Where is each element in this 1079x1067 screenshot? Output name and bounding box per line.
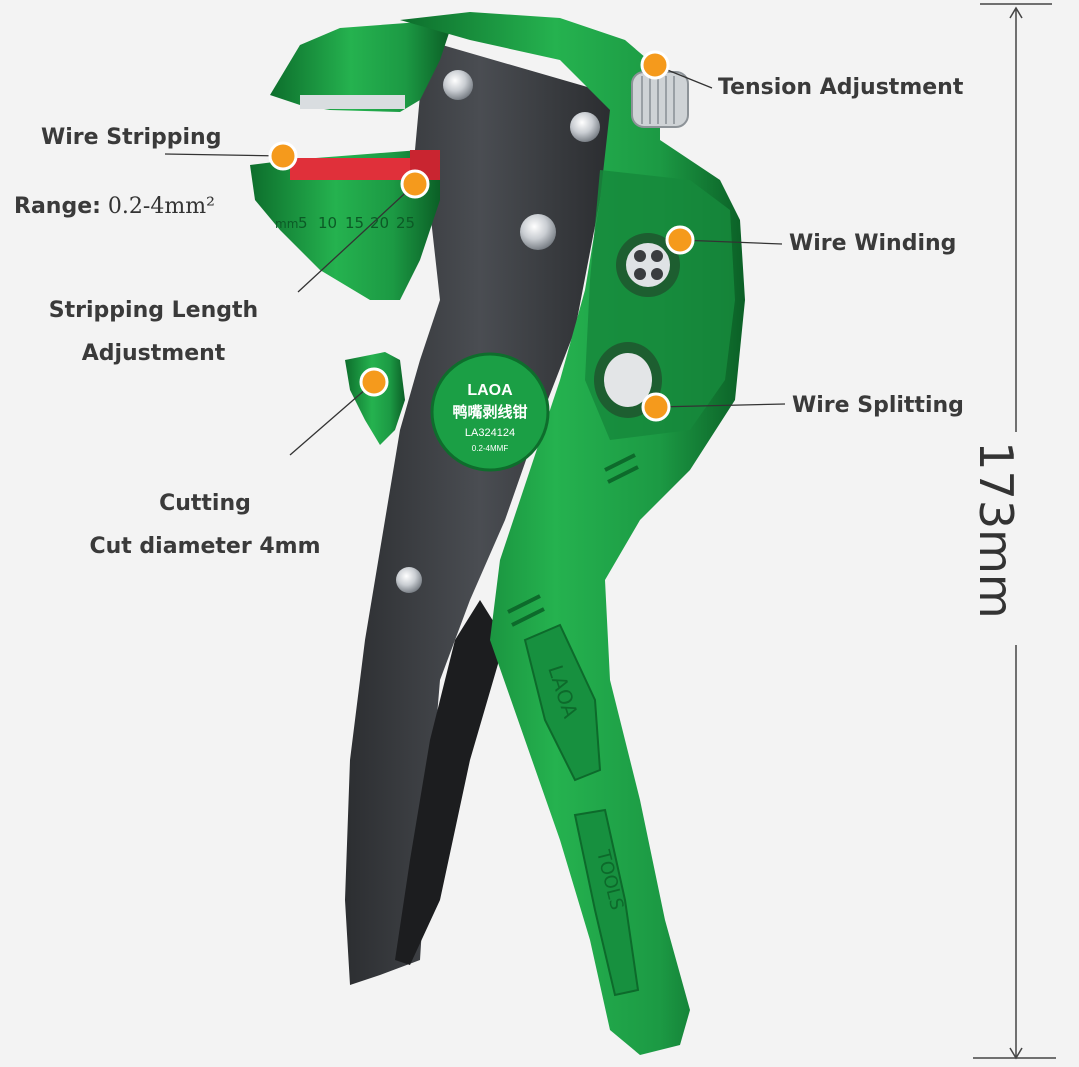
grip-ridges <box>507 453 639 627</box>
scale-tick: 10 <box>318 214 337 232</box>
marker-wire-splitting <box>641 392 671 422</box>
dimension-line <box>973 3 1056 1060</box>
lower-jaw <box>250 150 440 300</box>
label-stripping-length: Stripping Length <box>48 298 259 323</box>
marker-stripping-length <box>400 169 430 199</box>
label-wire-winding: Wire Winding <box>789 231 957 256</box>
upper-jaw <box>270 22 450 112</box>
label-wire-splitting: Wire Splitting <box>792 393 964 418</box>
height-dimension: 173mm <box>969 441 1023 619</box>
cutting-jaw <box>345 352 405 445</box>
red-jaw-blade <box>290 158 440 180</box>
scale-tick: 25 <box>396 214 415 232</box>
brand-badge <box>430 352 550 472</box>
length-scale: mm 5 10 15 20 25 <box>275 214 415 232</box>
rivet <box>443 70 473 100</box>
badge-model: LA324124 <box>465 427 515 439</box>
badge-brand: LAOA <box>467 382 513 399</box>
marker-tension <box>640 50 670 80</box>
marker-wire-winding <box>665 225 695 255</box>
marker-wire-stripping <box>268 141 298 171</box>
label-cutting: Cutting <box>159 491 251 516</box>
label-cut-diameter: Cut diameter 4mm <box>89 534 321 559</box>
badge-text: LAOA 鸭嘴剥线钳 LA324124 0.2-4MMF <box>452 382 527 453</box>
label-stripping-adjustment: Adjustment <box>81 341 226 366</box>
badge-spec: 0.2-4MMF <box>472 444 509 453</box>
tension-knob <box>631 71 689 128</box>
leader-lines <box>164 64 786 456</box>
scale-tick: 20 <box>370 214 389 232</box>
range-label: Range: <box>14 194 101 219</box>
range-line: Range: 0.2-4mm² <box>14 194 215 219</box>
rivet <box>396 567 422 593</box>
label-wire-stripping: Wire Stripping <box>41 125 222 150</box>
rivet <box>570 112 600 142</box>
scale-tick: 5 <box>298 214 308 232</box>
metal-body <box>345 40 615 985</box>
metal-inner-grip <box>395 600 505 965</box>
badge-chinese-name: 鸭嘴剥线钳 <box>452 403 527 421</box>
feature-markers <box>268 50 695 422</box>
grip-panel-lower <box>573 808 640 997</box>
range-value: 0.2-4mm² <box>107 194 215 219</box>
knob-knurling <box>641 76 675 124</box>
scale-unit: mm <box>275 217 298 231</box>
rivet <box>520 214 556 250</box>
grip-panel-upper <box>523 623 602 782</box>
marker-cutting <box>359 367 389 397</box>
label-tension-adjustment: Tension Adjustment <box>718 75 964 100</box>
scale-tick: 15 <box>345 214 364 232</box>
upper-blade <box>300 95 405 109</box>
